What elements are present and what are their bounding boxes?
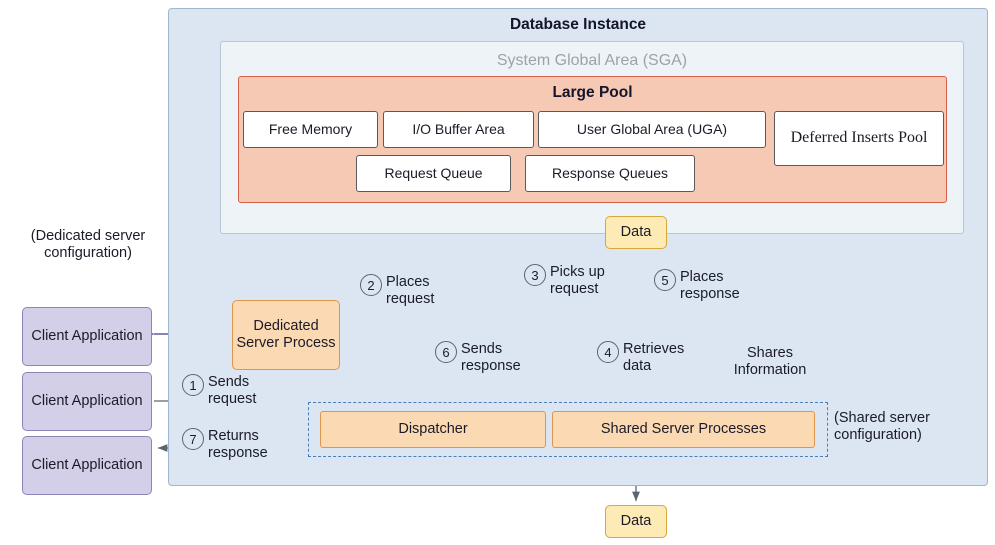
step-4-callout: 4 Retrieves data xyxy=(597,341,695,376)
step-2-text: Places request xyxy=(386,274,435,308)
data-box-bottom[interactable]: Data xyxy=(605,505,667,538)
step-3-text: Picks up request xyxy=(550,264,605,298)
deferred-inserts-pool-box[interactable]: Deferred Inserts Pool xyxy=(774,111,944,166)
step-1-callout: 1 Sends request xyxy=(182,374,270,409)
step-4-text: Retrieves data xyxy=(623,341,685,375)
step-2-callout: 2 Places request xyxy=(360,274,446,309)
step-3-callout: 3 Picks up request xyxy=(524,264,622,299)
data-box-top[interactable]: Data xyxy=(605,216,667,249)
user-global-area-box[interactable]: User Global Area (UGA) xyxy=(538,111,766,148)
step-7-text: Returns response xyxy=(208,428,268,462)
free-memory-box[interactable]: Free Memory xyxy=(243,111,378,148)
dedicated-server-process-box[interactable]: Dedicated Server Process xyxy=(232,300,340,370)
step-5-callout: 5 Places response xyxy=(654,269,746,304)
dedicated-server-configuration-note: (Dedicated server configuration) xyxy=(30,228,146,262)
step-4-number: 4 xyxy=(597,341,619,363)
step-6-text: Sends response xyxy=(461,341,521,375)
step-6-callout: 6 Sends response xyxy=(435,341,533,376)
step-6-number: 6 xyxy=(435,341,457,363)
client-application-box-2[interactable]: Client Application xyxy=(22,372,152,431)
io-buffer-area-box[interactable]: I/O Buffer Area xyxy=(383,111,534,148)
database-instance-title: Database Instance xyxy=(509,15,647,33)
large-pool-title: Large Pool xyxy=(552,83,633,101)
client-application-box-3[interactable]: Client Application xyxy=(22,436,152,495)
shares-information-label: Shares Information xyxy=(733,345,807,379)
shared-server-configuration-region xyxy=(308,402,828,457)
step-5-number: 5 xyxy=(654,269,676,291)
sga-title: System Global Area (SGA) xyxy=(496,51,688,69)
step-5-text: Places response xyxy=(680,269,740,303)
step-7-number: 7 xyxy=(182,428,204,450)
step-1-text: Sends request xyxy=(208,374,257,408)
step-7-callout: 7 Returns response xyxy=(182,428,282,463)
dispatcher-box[interactable]: Dispatcher xyxy=(320,411,546,448)
shared-server-configuration-note: (Shared server configuration) xyxy=(834,410,930,444)
client-application-box-1[interactable]: Client Application xyxy=(22,307,152,366)
step-1-number: 1 xyxy=(182,374,204,396)
step-2-number: 2 xyxy=(360,274,382,296)
shared-server-processes-box[interactable]: Shared Server Processes xyxy=(552,411,815,448)
response-queues-box[interactable]: Response Queues xyxy=(525,155,695,192)
request-queue-box[interactable]: Request Queue xyxy=(356,155,511,192)
step-3-number: 3 xyxy=(524,264,546,286)
